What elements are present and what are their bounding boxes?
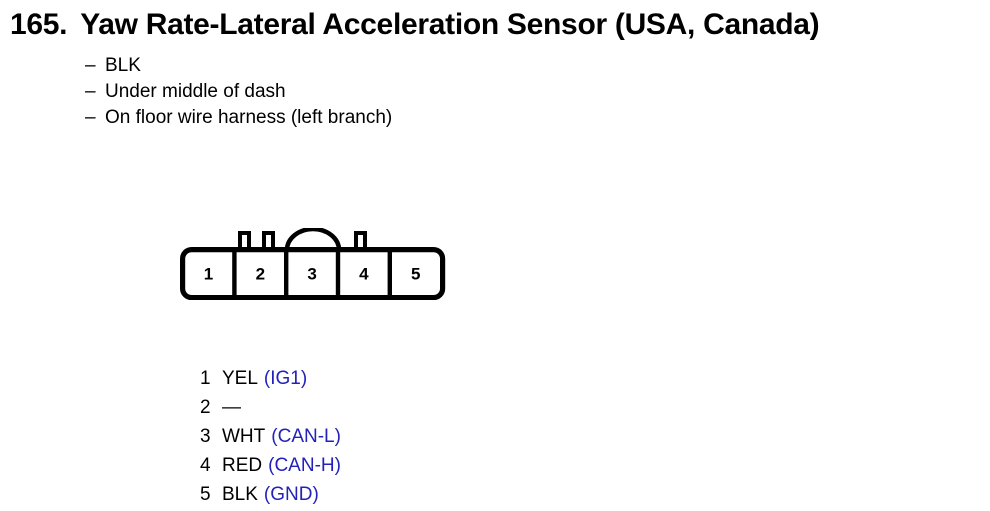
page-title: 165. Yaw Rate-Lateral Acceleration Senso… bbox=[10, 8, 820, 42]
list-item-label: BLK bbox=[105, 55, 141, 76]
list-item-label: Under middle of dash bbox=[105, 81, 286, 102]
pinout-row: 5 BLK (GND) bbox=[200, 480, 341, 509]
list-item-label: On floor wire harness (left branch) bbox=[105, 107, 393, 128]
pin-number: 5 bbox=[200, 484, 211, 505]
pinout-legend: 1 YEL (IG1) 2 — 3 WHT (CAN-L) 4 RED (CAN… bbox=[200, 364, 341, 509]
section-title-text: Yaw Rate-Lateral Acceleration Sensor (US… bbox=[80, 8, 820, 41]
section-number: 165. bbox=[10, 8, 68, 41]
pinout-row: 2 — bbox=[200, 393, 341, 422]
pinout-row: 1 YEL (IG1) bbox=[200, 364, 341, 393]
dash-marker: – bbox=[85, 55, 96, 76]
list-item: – On floor wire harness (left branch) bbox=[85, 105, 392, 131]
pin-number: 4 bbox=[200, 455, 211, 476]
latch-tab-left bbox=[238, 231, 251, 250]
list-item: – BLK bbox=[85, 53, 392, 79]
connector-diagram: 1 2 3 4 5 bbox=[180, 228, 446, 300]
pin-number: 1 bbox=[200, 368, 211, 389]
pin-wire-color: RED bbox=[222, 455, 263, 476]
pin-number: 3 bbox=[200, 426, 211, 447]
pinout-row: 4 RED (CAN-H) bbox=[200, 451, 341, 480]
pin-wire-color: YEL bbox=[222, 368, 258, 389]
pin-wire-color: — bbox=[222, 397, 241, 418]
connector-cell-3: 3 bbox=[307, 265, 316, 284]
connector-cell-2: 2 bbox=[256, 265, 265, 284]
connector-cell-4: 4 bbox=[359, 265, 369, 284]
pin-signal-name: (GND) bbox=[263, 484, 319, 505]
pin-signal-name: (CAN-H) bbox=[268, 455, 341, 476]
latch-tab-right bbox=[354, 231, 367, 250]
connector-arch bbox=[284, 228, 342, 251]
pin-wire-color: WHT bbox=[222, 426, 266, 447]
dash-marker: – bbox=[85, 107, 96, 128]
pin-signal-name: (CAN-L) bbox=[271, 426, 341, 447]
latch-tab-mid bbox=[262, 231, 275, 250]
list-item: – Under middle of dash bbox=[85, 79, 392, 105]
pin-wire-color: BLK bbox=[222, 484, 258, 505]
detail-list: – BLK – Under middle of dash – On floor … bbox=[85, 53, 392, 131]
connector-latch-tabs bbox=[238, 231, 367, 250]
connector-cell-5: 5 bbox=[411, 265, 420, 284]
pin-number: 2 bbox=[200, 397, 211, 418]
pin-signal-name: (IG1) bbox=[263, 368, 308, 389]
dash-marker: – bbox=[85, 81, 96, 102]
connector-cell-dividers bbox=[232, 249, 393, 298]
pinout-row: 3 WHT (CAN-L) bbox=[200, 422, 341, 451]
connector-cell-1: 1 bbox=[204, 265, 213, 284]
connector-body bbox=[180, 247, 446, 300]
